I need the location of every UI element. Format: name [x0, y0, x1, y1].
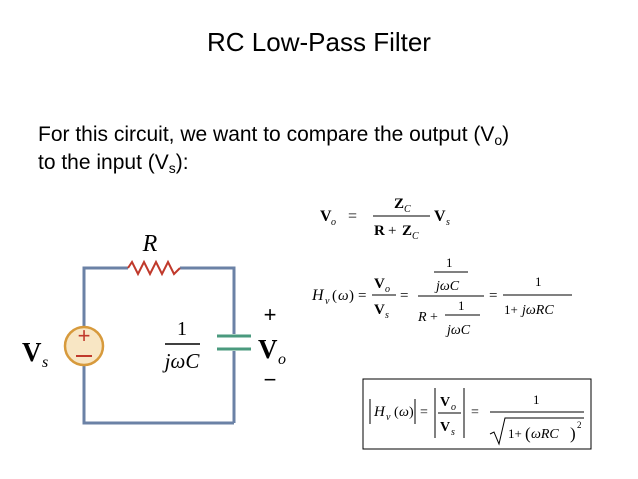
svg-text:1: 1 — [535, 274, 542, 289]
intro-line-1-close: ) — [502, 123, 510, 146]
source-label: V — [22, 337, 42, 367]
svg-text:H: H — [311, 287, 325, 304]
svg-text:V: V — [320, 208, 332, 225]
svg-text:1: 1 — [446, 255, 453, 270]
svg-text:1+: 1+ — [504, 302, 518, 317]
svg-text:): ) — [570, 424, 576, 443]
capacitor-symbol — [217, 334, 251, 351]
svg-text:s: s — [451, 427, 455, 438]
svg-text:(: ( — [332, 288, 337, 304]
circuit-wires — [82, 266, 236, 425]
svg-text:+: + — [388, 223, 396, 239]
capacitor-numerator: 1 — [177, 318, 187, 340]
svg-text:2: 2 — [577, 420, 582, 430]
svg-text:=: = — [489, 288, 497, 304]
output-minus-sign: − — [264, 367, 277, 392]
svg-text:jωC: jωC — [434, 279, 460, 294]
svg-text:s: s — [385, 310, 389, 321]
intro-line-1: For this circuit, we want to compare the… — [38, 121, 509, 149]
svg-text:C: C — [412, 231, 419, 242]
source-plus-sign: + — [78, 323, 91, 348]
svg-text:s: s — [446, 217, 450, 228]
svg-text:1: 1 — [533, 392, 540, 407]
resistor-symbol — [127, 259, 181, 277]
svg-text:R: R — [417, 310, 427, 325]
voltage-divider-equation: V o = Z C R + Z C V s — [320, 196, 450, 242]
svg-text:+: + — [430, 310, 438, 325]
svg-text:v: v — [325, 296, 330, 307]
resistor-label: R — [142, 231, 158, 257]
source-subscript: s — [42, 354, 48, 371]
svg-text:R: R — [374, 223, 385, 239]
rc-circuit-diagram: + R 1 jωC V s V o + − — [22, 231, 286, 425]
output-plus-sign: + — [264, 302, 277, 327]
svg-text:): ) — [409, 405, 414, 420]
intro-line-2-subscript: s — [168, 160, 176, 176]
intro-text: For this circuit, we want to compare the… — [38, 121, 509, 177]
output-subscript: o — [278, 351, 286, 368]
svg-text:V: V — [374, 276, 385, 292]
svg-text:ωRC: ωRC — [531, 427, 559, 442]
svg-text:V: V — [440, 420, 450, 435]
svg-text:H: H — [373, 404, 386, 420]
svg-text:o: o — [385, 284, 390, 295]
svg-text:jωRC: jωRC — [520, 303, 554, 318]
svg-text:=: = — [400, 288, 408, 304]
voltage-source-symbol: + — [63, 323, 105, 367]
capacitor-denominator: jωC — [162, 349, 201, 373]
intro-line-2-close: ): — [175, 151, 189, 174]
svg-text:V: V — [434, 208, 446, 225]
svg-text:): ) — [349, 288, 354, 304]
svg-text:=: = — [348, 208, 357, 225]
slide-title: RC Low-Pass Filter — [207, 27, 431, 57]
transfer-function-equation: H v ( ω ) = V o V s = 1 jωC R + 1 jωC = … — [311, 255, 572, 338]
svg-text:jωC: jωC — [445, 323, 471, 338]
svg-text:1+: 1+ — [508, 426, 522, 441]
svg-text:V: V — [374, 302, 385, 318]
svg-text:1: 1 — [458, 298, 465, 313]
intro-line-1-text: For this circuit, we want to compare the… — [38, 123, 495, 146]
svg-text:Z: Z — [394, 196, 404, 212]
svg-text:=: = — [471, 405, 479, 420]
magnitude-equation-box: H v ( ω ) = V o V s = 1 1+ ( ωRC ) 2 — [362, 378, 592, 450]
intro-line-2-text: to the input (V — [38, 151, 169, 174]
svg-text:=: = — [358, 288, 366, 304]
output-label: V — [258, 334, 278, 364]
svg-text:o: o — [451, 402, 456, 413]
svg-text:V: V — [440, 395, 450, 410]
svg-text:ω: ω — [399, 405, 409, 420]
svg-text:C: C — [404, 204, 411, 215]
svg-text:Z: Z — [402, 223, 412, 239]
svg-text:v: v — [386, 412, 391, 423]
svg-text:ω: ω — [338, 288, 349, 304]
svg-text:(: ( — [394, 405, 399, 420]
svg-text:(: ( — [525, 424, 531, 443]
intro-line-2: to the input (Vs): — [38, 149, 509, 177]
svg-text:o: o — [331, 217, 336, 228]
intro-line-1-subscript: o — [494, 132, 503, 148]
svg-text:=: = — [420, 405, 428, 420]
